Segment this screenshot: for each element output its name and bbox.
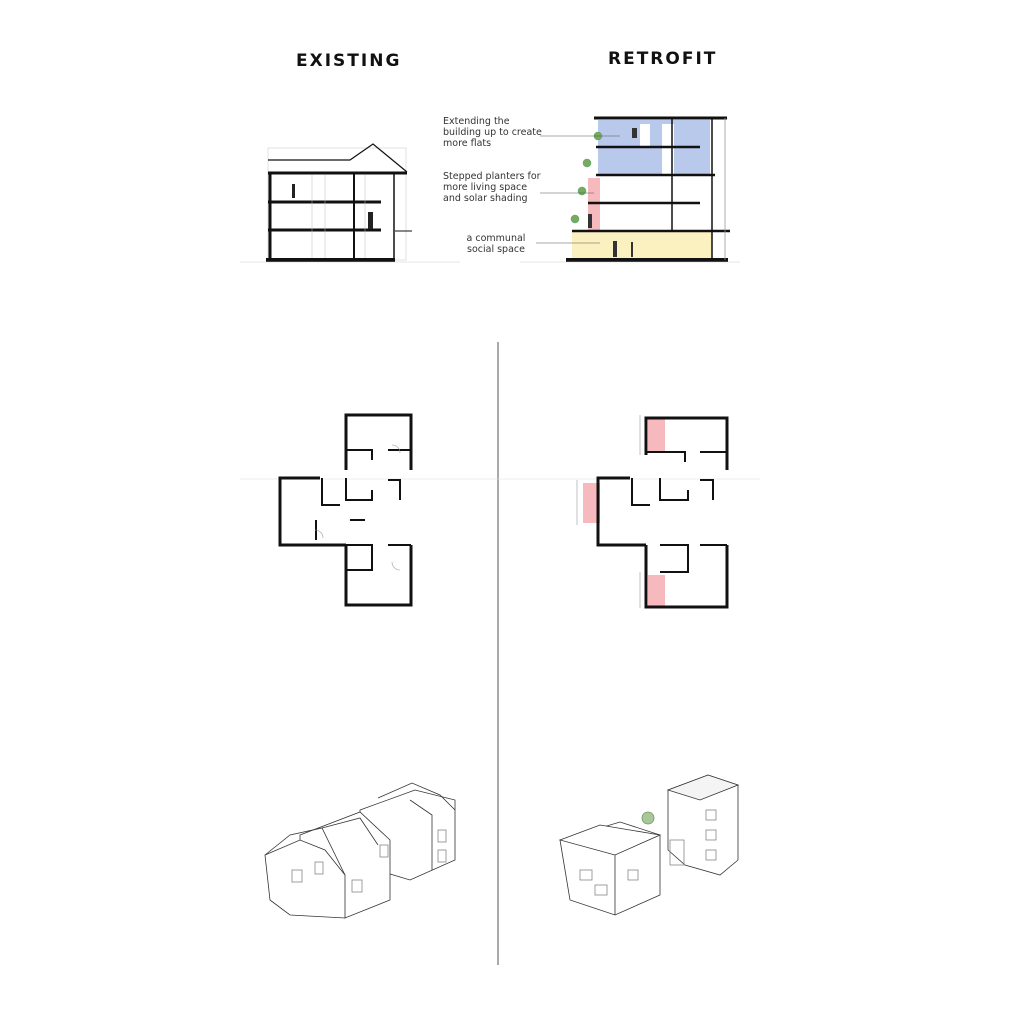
existing-axonometric [264, 782, 456, 919]
planter-left [583, 483, 600, 523]
retrofit-title: RETROFIT [608, 49, 718, 69]
existing-floor-plan [278, 413, 413, 607]
existing-title: EXISTING [296, 51, 402, 71]
planter-top [648, 418, 665, 451]
retrofit-axonometric [558, 774, 740, 916]
retrofit-section [520, 116, 740, 263]
annotation-communal: a communal social space [466, 233, 526, 255]
annotation-extension: Extending the building up to create more… [443, 116, 542, 149]
planter-bottom [648, 575, 665, 606]
communal-fill [572, 232, 712, 259]
retrofit-floor-plan [576, 415, 729, 609]
annotation-planters: Stepped planters for more living space a… [443, 171, 541, 204]
existing-section [240, 143, 460, 263]
